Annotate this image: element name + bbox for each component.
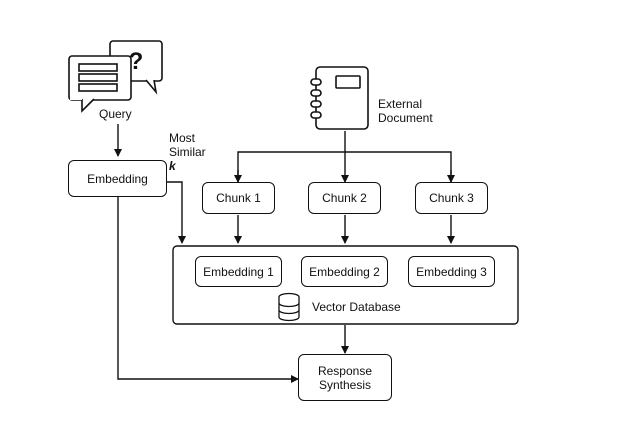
embedding-label: Embedding [87,171,148,186]
connectors [114,124,455,383]
embedding-3-box[interactable]: Embedding 3 [408,256,495,287]
svg-text:?: ? [129,48,144,75]
query-label: Query [99,107,132,121]
embedding-2-box[interactable]: Embedding 2 [301,256,388,287]
most-similar-line2: Similar [169,145,206,159]
notebook-icon [310,66,369,130]
chunk-2-box[interactable]: Chunk 2 [308,182,381,214]
external-document-line2: Document [378,111,433,125]
vector-database-label: Vector Database [312,300,401,314]
most-similar-label: Most Similar k [169,131,206,173]
embedding-box[interactable]: Embedding [68,160,167,197]
chat-bubbles-question-icon: ? [68,40,163,113]
chunk-1-label: Chunk 1 [216,191,261,205]
response-line1: Response [317,363,373,378]
chunk-1-box[interactable]: Chunk 1 [202,182,275,214]
embedding-3-label: Embedding 3 [416,264,487,279]
most-similar-line1: Most [169,131,196,145]
most-similar-k: k [169,159,176,173]
response-synthesis-box[interactable]: Response Synthesis [298,354,392,401]
database-icon [278,292,300,322]
external-document-label: External Document [378,97,433,125]
chunk-3-label: Chunk 3 [429,191,474,205]
embedding-1-box[interactable]: Embedding 1 [195,256,282,287]
embedding-2-label: Embedding 2 [309,264,380,279]
embedding-1-label: Embedding 1 [203,264,274,279]
response-line2: Synthesis [318,377,372,392]
chunk-2-label: Chunk 2 [322,191,367,205]
external-document-line1: External [378,97,423,111]
chunk-3-box[interactable]: Chunk 3 [415,182,488,214]
